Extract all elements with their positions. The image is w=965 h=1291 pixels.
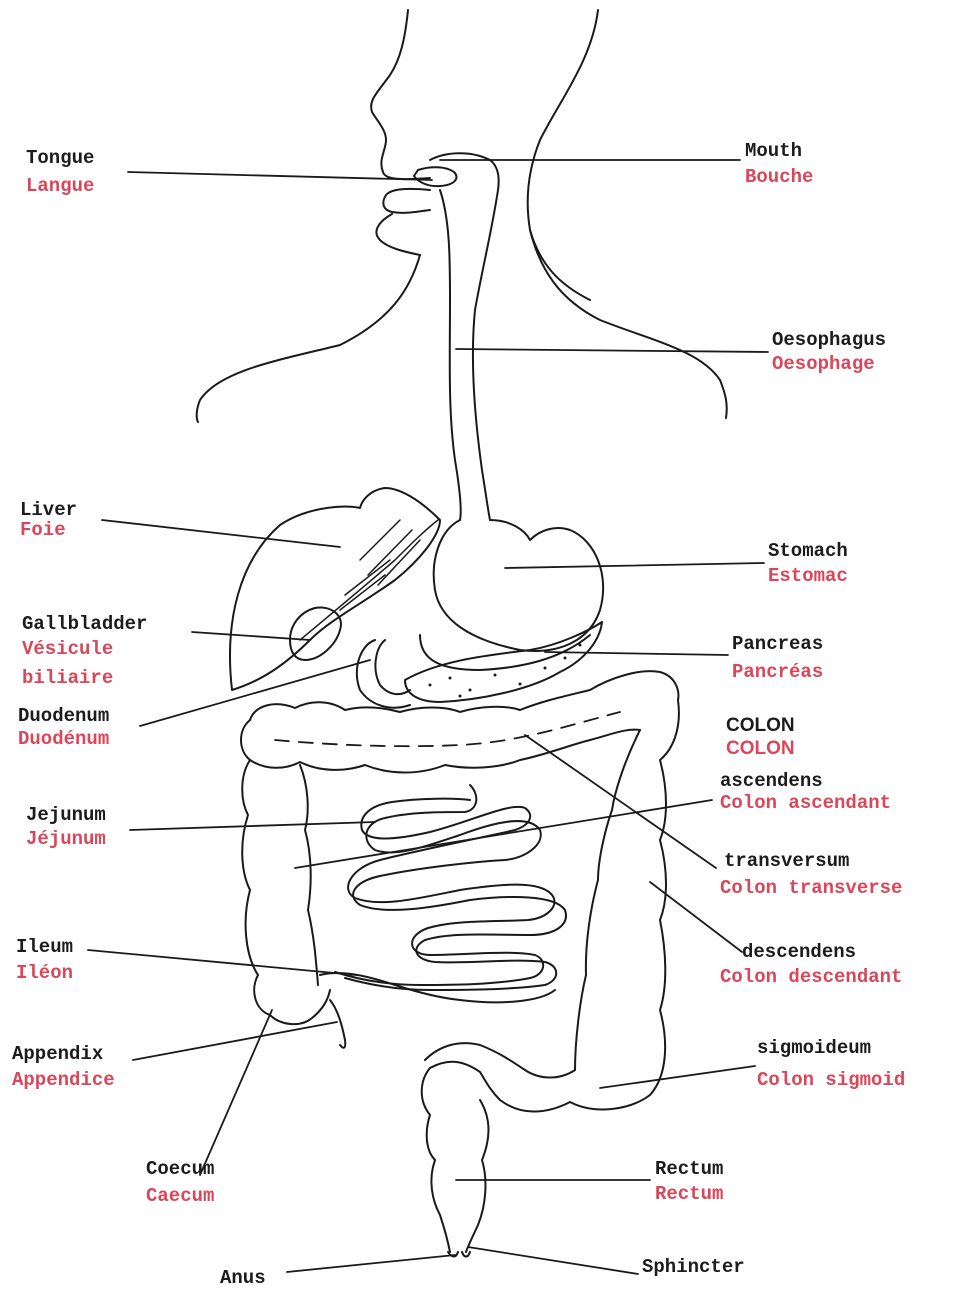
liver-leader-line [102, 520, 340, 547]
colon-label: COLON [726, 714, 795, 738]
stomach-outline [434, 520, 603, 651]
sphincter-leader-line [468, 1247, 638, 1274]
gallbladder-label-french-2: biliaire [22, 666, 113, 690]
ileum-label-french: Iléon [16, 961, 73, 985]
coecum-label-french: Caecum [146, 1184, 214, 1208]
descending-colon-left-wall [575, 730, 640, 1070]
neck-right-outline [530, 230, 727, 418]
liver-label-french: Foie [20, 518, 66, 542]
appendix-label-french: Appendice [12, 1068, 115, 1092]
duodenum-leader-line [140, 660, 370, 726]
rectum-left-wall [431, 1160, 450, 1252]
transversum-label: transversum [724, 849, 849, 873]
ileum-label: Ileum [16, 935, 73, 959]
pancreas-label: Pancreas [732, 632, 823, 656]
caecum-shape [270, 990, 330, 1024]
jejunum-leader-line [130, 822, 375, 830]
rectum-label: Rectum [655, 1157, 723, 1181]
liver-inner-edge [300, 520, 438, 640]
lower-lip-outline [383, 189, 430, 213]
duodenum-label: Duodenum [18, 704, 109, 728]
transverse-colon-center [275, 712, 620, 746]
rectum-right-wall [466, 1100, 489, 1252]
gallbladder-label: Gallbladder [22, 612, 147, 636]
descendens-label-french: Colon descendant [720, 965, 902, 989]
transversum-leader-line [525, 735, 716, 868]
anus-label: Anus [220, 1266, 266, 1290]
mouth-label: Mouth [745, 139, 802, 163]
descendens-label: descendens [742, 940, 856, 964]
oesophagus-left-wall [440, 190, 461, 520]
appendix-leader-line [133, 1022, 337, 1060]
ascending-colon-right-wall [300, 765, 318, 985]
chin-outline [376, 214, 420, 255]
sigmoideum-label: sigmoideum [757, 1036, 871, 1060]
jejunum-loops [345, 785, 566, 990]
tongue-label-french: Langue [26, 174, 94, 198]
ileum-loops [335, 799, 555, 985]
neck-left-outline [197, 255, 420, 422]
pancreas-leader-line [545, 652, 728, 655]
transverse-colon-bottom [250, 730, 640, 773]
liver-outline [230, 488, 440, 690]
oesophagus-right-wall [473, 190, 498, 520]
face-profile-outline [371, 10, 430, 179]
ascendens-label: ascendens [720, 769, 823, 793]
sigmoid-colon-inner [425, 1043, 575, 1077]
stomach-label: Stomach [768, 539, 848, 563]
coecum-leader-line [200, 1010, 272, 1175]
jejunum-label-french: Jéjunum [26, 827, 106, 851]
appendix-label: Appendix [12, 1042, 103, 1066]
descending-colon-right-wall [650, 700, 679, 1095]
mouth-label-french: Bouche [745, 165, 813, 189]
colon-label-french: COLON [726, 737, 795, 761]
tongue-label: Tongue [26, 146, 94, 170]
oesophagus-label: Oesophagus [772, 328, 886, 352]
sigmoid-colon-outer [422, 1062, 650, 1160]
tongue-shape [414, 167, 456, 186]
palate-outline [430, 153, 499, 190]
stomach-leader-line [505, 563, 764, 568]
gallbladder-label-french-1: Vésicule [22, 637, 113, 661]
coecum-label: Coecum [146, 1157, 214, 1181]
stomach-label-french: Estomac [768, 564, 848, 588]
gallbladder-leader-line [192, 632, 310, 640]
ascendens-label-french: Colon ascendant [720, 791, 891, 815]
duodenum-label-french: Duodénum [18, 727, 109, 751]
ascendens-leader-line [295, 800, 712, 868]
sigmoideum-label-french: Colon sigmoid [757, 1068, 905, 1092]
appendix-shape [330, 1000, 345, 1048]
oesophagus-leader-line [456, 349, 768, 352]
anus-leader-line [287, 1255, 455, 1272]
oesophagus-label-french: Oesophage [772, 352, 875, 376]
sigmoideum-leader-line [600, 1066, 755, 1088]
sphincter-label: Sphincter [642, 1255, 745, 1279]
rectum-label-french: Rectum [655, 1182, 723, 1206]
jejunum-label: Jejunum [26, 803, 106, 827]
pancreas-label-french: Pancréas [732, 660, 823, 684]
transversum-label-french: Colon transverse [720, 876, 902, 900]
duodenum-curve [357, 640, 410, 708]
